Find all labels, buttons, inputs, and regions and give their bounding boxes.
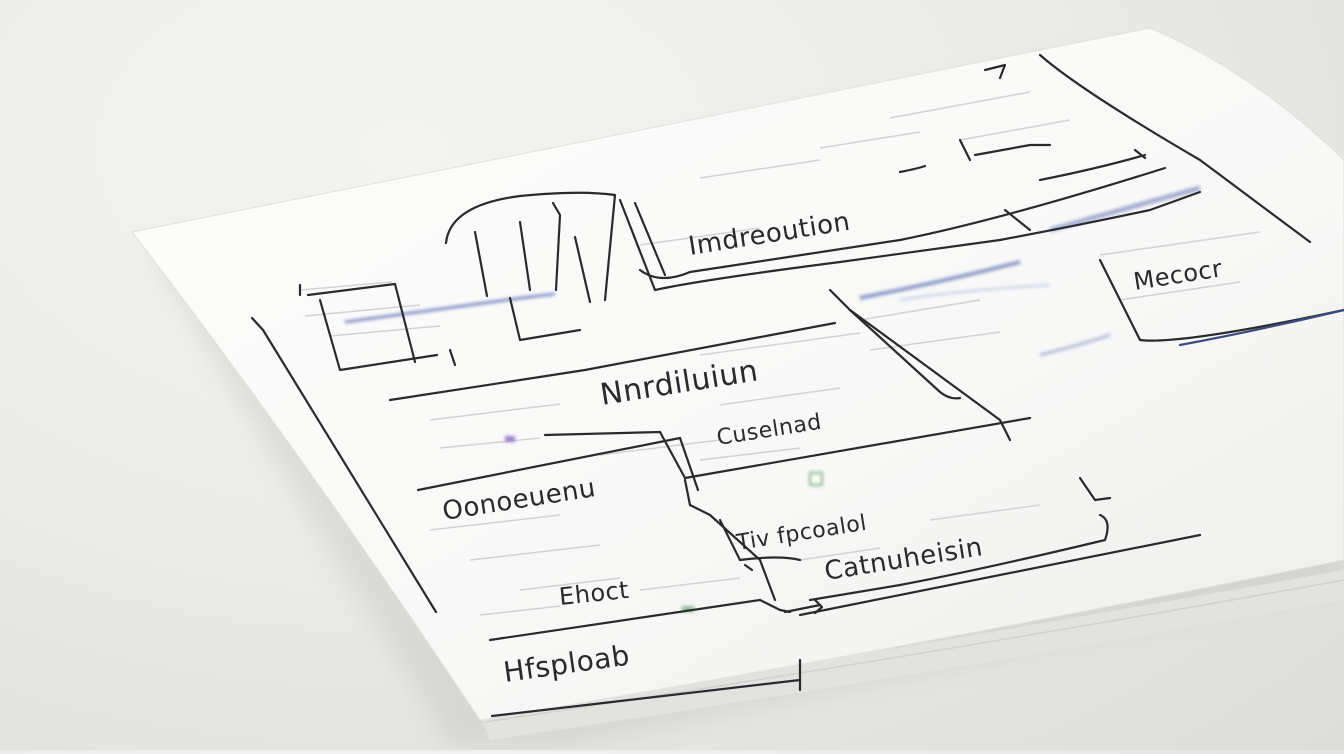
diagram-lines bbox=[250, 53, 1344, 718]
faint-lines bbox=[299, 91, 1261, 616]
paper-sheet bbox=[131, 27, 1344, 721]
ink-smudges bbox=[344, 185, 1201, 612]
